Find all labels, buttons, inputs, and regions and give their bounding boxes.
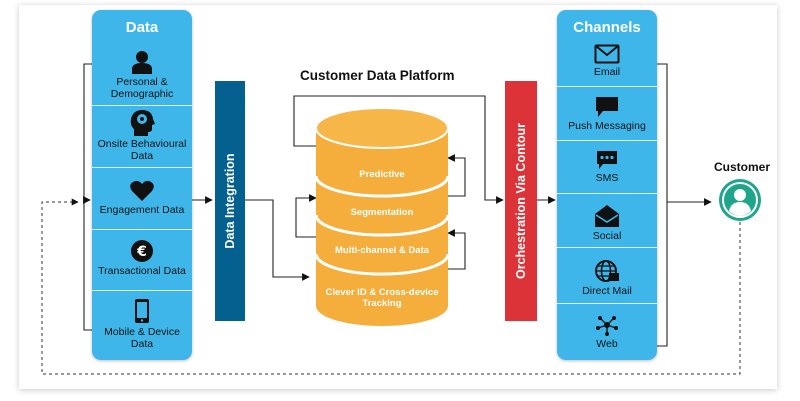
euro-coin-icon: € [131,240,153,262]
divider [557,303,657,304]
divider [92,105,192,106]
divider [557,140,657,141]
multichannel-loop-arrow [447,229,466,270]
channel-email: Email [557,44,657,78]
predictive-loop-arrow [447,154,466,197]
heart-icon [130,180,154,201]
divider [92,290,192,291]
chat-bubble-icon [596,97,618,117]
customer-feedback-dashed-arrow [41,198,741,375]
channel-social-label: Social [592,230,622,242]
layer-cleverid-label: Clever ID & Cross-device Tracking [325,287,439,309]
orchestration-label: Orchestration Via Contour [514,122,528,280]
db-to-orchestration-arrow [293,95,504,204]
data-item-personal: Personal & Demographic [92,50,192,100]
left-bracket-line [83,63,92,331]
data-item-engagement-label: Engagement Data [99,204,185,216]
channel-push: Push Messaging [557,96,657,132]
divider [557,193,657,194]
network-nodes-icon [596,316,618,336]
channel-sms: SMS [557,150,657,184]
data-item-mobile-label: Mobile & Device Data [104,326,180,350]
envelope-icon [594,44,620,64]
channels-panel: Channels Email Push Messaging SMS Social [557,10,657,360]
channel-sms-label: SMS [595,172,619,184]
globe-mail-icon [595,260,619,282]
cdp-database [314,107,450,326]
data-item-behavioural-label: Onsite Behavioural Data [97,138,187,162]
channel-direct-mail-label: Direct Mail [582,285,632,297]
customer-label: Customer [714,160,771,174]
channel-web: Web [557,314,657,350]
cdp-title: Customer Data Platform [300,68,455,83]
data-item-engagement: Engagement Data [92,180,192,216]
data-item-behavioural: Onsite Behavioural Data [92,108,192,162]
channel-social: Social [557,204,657,242]
svg-text:€: € [136,244,147,260]
data-item-personal-label: Personal & Demographic [110,76,174,100]
data-item-mobile: Mobile & Device Data [92,298,192,350]
integration-to-db-arrow [245,199,310,281]
data-integration-bar: Data Integration [215,81,245,321]
orchestration-bar: Orchestration Via Contour [505,81,537,321]
data-sources-panel: Data Personal & Demographic Onsite Behav… [92,10,192,360]
segmentation-loop-arrow [295,194,318,238]
channel-direct-mail: Direct Mail [557,259,657,297]
channel-push-label: Push Messaging [568,120,646,132]
channels-panel-title: Channels [573,19,641,36]
data-panel-title: Data [125,19,159,36]
person-icon [132,51,152,74]
data-item-transactional: € Transactional Data [92,239,192,277]
open-envelope-icon [595,205,619,227]
mobile-phone-icon [135,299,149,323]
divider [92,229,192,230]
divider [557,247,657,248]
layer-multichannel-label: Multi-channel & Data [335,245,429,256]
right-bracket-line [657,63,668,347]
layer-segmentation-label: Segmentation [350,207,414,218]
brain-head-icon [130,110,155,136]
customer-avatar-icon [719,179,761,221]
divider [557,86,657,87]
channel-email-label: Email [593,66,621,78]
data-integration-label: Data Integration [223,153,237,249]
layer-predictive-label: Predictive [359,169,405,180]
divider [92,167,192,168]
channel-web-label: Web [596,338,618,350]
data-item-transactional-label: Transactional Data [98,265,186,277]
sms-bubble-icon [597,151,617,169]
